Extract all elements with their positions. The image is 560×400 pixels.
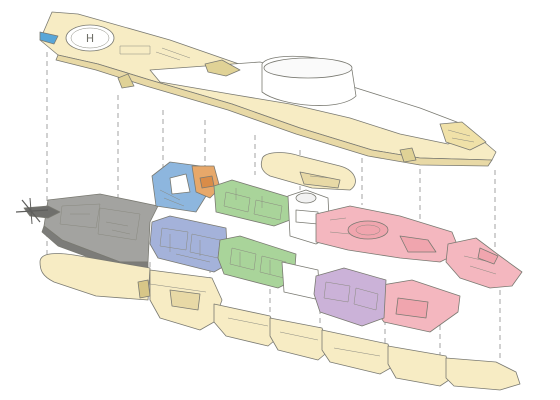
lower-hull bbox=[39, 253, 521, 391]
bridge-cabin-module bbox=[151, 161, 221, 213]
helicopter-icon bbox=[15, 197, 61, 225]
purple-module bbox=[313, 267, 387, 327]
hull-segment-7 bbox=[445, 357, 521, 391]
hull-segment-3 bbox=[213, 303, 281, 347]
hull-segment-1 bbox=[39, 253, 151, 301]
helipad-icon: H bbox=[65, 24, 115, 52]
helideck-stripe bbox=[39, 31, 59, 45]
bow-bridge-wing bbox=[439, 121, 487, 151]
upper-deck: H bbox=[39, 11, 497, 167]
blue-module bbox=[149, 215, 229, 273]
middle-deck bbox=[15, 161, 523, 333]
hull-segment-6 bbox=[387, 345, 453, 387]
detached-deck-piece bbox=[260, 152, 356, 191]
pink-bow-module bbox=[445, 237, 523, 289]
deck-equipment bbox=[204, 59, 241, 77]
pink-forward-module bbox=[315, 205, 461, 263]
green-module-upper bbox=[213, 179, 293, 227]
aft-hangar-module bbox=[41, 193, 159, 269]
svg-text:H: H bbox=[86, 32, 94, 45]
hull-segment-4 bbox=[269, 317, 331, 361]
